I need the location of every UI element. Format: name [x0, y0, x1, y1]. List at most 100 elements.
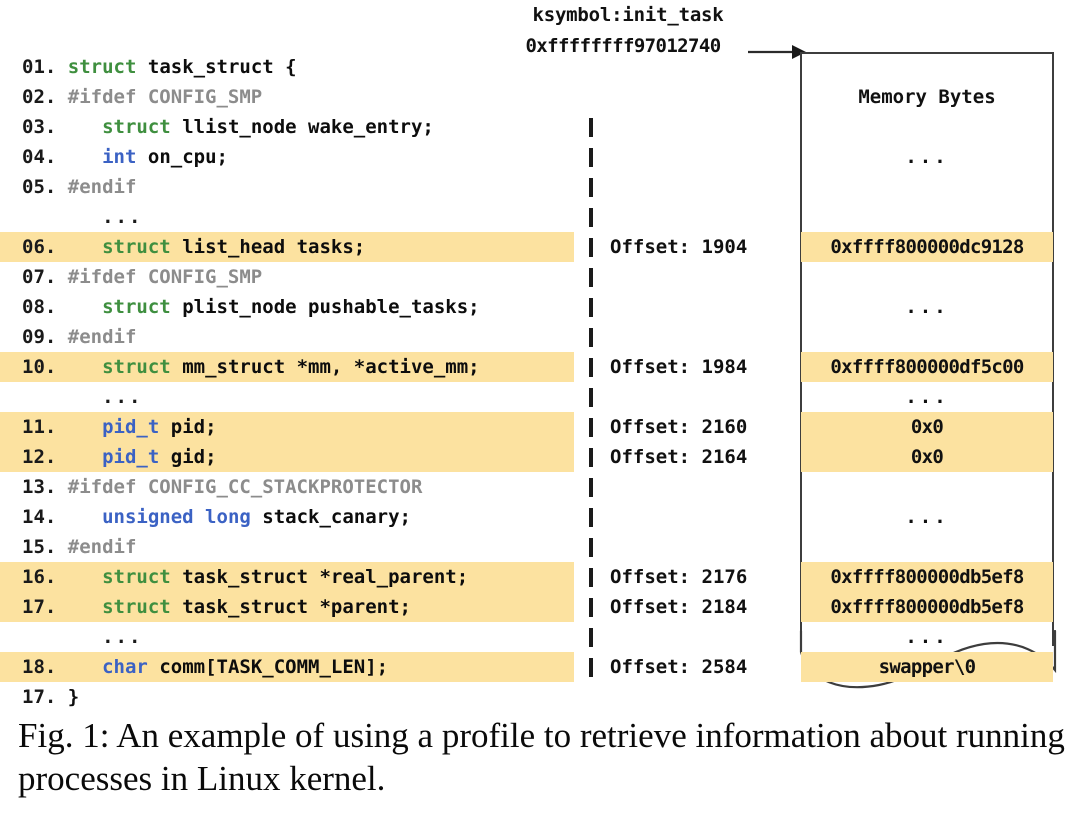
offset-label: Offset: 2176: [610, 566, 748, 588]
code-token: comm[TASK_COMM_LEN];: [159, 656, 389, 678]
dashed-connector-tick: [589, 598, 593, 617]
code-row: 17. struct task_struct *parent;Offset: 2…: [0, 592, 1080, 622]
memory-ellipsis: ...: [905, 296, 949, 318]
code-line: 09. #endif: [22, 322, 136, 352]
offset-label: Offset: 1904: [610, 236, 748, 258]
code-row: 03. struct llist_node wake_entry;: [0, 112, 1080, 142]
line-number: 14.: [22, 506, 57, 528]
code-token: plist_node pushable_tasks;: [182, 296, 480, 318]
code-token: struct: [102, 356, 171, 378]
code-ellipsis-row: ......: [0, 622, 1080, 652]
code-token: ...: [102, 206, 143, 228]
code-row: 04. int on_cpu;...: [0, 142, 1080, 172]
code-token: #endif: [67, 176, 137, 198]
line-number: 15.: [22, 536, 57, 558]
row-highlight-memory: [801, 352, 1053, 382]
code-row: 16. struct task_struct *real_parent; Offs…: [0, 562, 1080, 592]
code-line: 17. }: [22, 682, 79, 712]
code-line: 15. #endif: [22, 532, 136, 562]
row-highlight-memory: [801, 232, 1053, 262]
line-number: 02.: [22, 86, 57, 108]
code-row: 10. struct mm_struct *mm, *active_mm; Off…: [0, 352, 1080, 382]
offset-label: Offset: 2164: [610, 446, 748, 468]
code-line: 11. pid_t pid;: [22, 412, 217, 442]
code-row: 13. #ifdef CONFIG_CC_STACKPROTECTOR: [0, 472, 1080, 502]
code-token: struct: [102, 566, 171, 588]
code-token: [136, 56, 147, 78]
dashed-connector-tick: [589, 448, 593, 467]
code-line: ...: [22, 202, 142, 232]
dashed-connector-tick: [589, 208, 593, 227]
code-row: 17. }: [0, 682, 1080, 712]
offset-label: Offset: 2160: [610, 416, 748, 438]
code-token: }: [67, 686, 80, 708]
code-line: 08. struct plist_node pushable_tasks;: [22, 292, 480, 322]
memory-box-title: Memory Bytes: [858, 86, 996, 108]
line-number: 05.: [22, 176, 57, 198]
line-number: 09.: [22, 326, 57, 348]
code-token: [171, 356, 182, 378]
code-token: gid;: [170, 446, 217, 468]
line-number: 01.: [22, 56, 57, 78]
row-highlight-memory: [801, 412, 1053, 442]
code-token: struct: [102, 296, 171, 318]
row-highlight-code: [0, 562, 574, 592]
code-token: ...: [102, 626, 143, 648]
memory-value: 0x0: [910, 416, 944, 438]
code-token: ...: [102, 386, 143, 408]
offset-label: Offset: 1984: [610, 356, 748, 378]
code-ellipsis-row: ......: [0, 382, 1080, 412]
code-ellipsis-row: ...: [0, 202, 1080, 232]
line-number: 04.: [22, 146, 57, 168]
code-line: 07. #ifdef CONFIG_SMP: [22, 262, 262, 292]
memory-ellipsis: ...: [905, 626, 949, 648]
code-row: 05. #endif: [0, 172, 1080, 202]
memory-value: 0xffff800000db5ef8: [830, 566, 1024, 588]
code-token: struct: [102, 116, 171, 138]
code-token: task_struct *parent;: [182, 596, 411, 618]
line-number: 03.: [22, 116, 57, 138]
dashed-connector-tick: [589, 418, 593, 437]
code-token: int: [102, 146, 137, 168]
figure-container: ksymbol:init_task 0xffffffff97012740 01.…: [0, 4, 1057, 708]
offset-label: Offset: 2184: [610, 596, 748, 618]
code-row: 14. unsigned long stack_canary;...: [0, 502, 1080, 532]
figure-rows: 01. struct task_struct {02. #ifdef CONFI…: [0, 52, 1080, 712]
offset-label: Offset: 2584: [610, 656, 748, 678]
dashed-connector-tick: [589, 388, 593, 407]
dashed-connector-tick: [589, 568, 593, 587]
code-line: 18. char comm[TASK_COMM_LEN];: [22, 652, 388, 682]
code-token: task_struct {: [147, 56, 297, 78]
dashed-connector-tick: [589, 508, 593, 527]
dashed-connector-tick: [589, 268, 593, 287]
row-highlight-code: [0, 442, 574, 472]
code-line: ...: [22, 382, 142, 412]
ksymbol-label: ksymbol:init_task: [532, 4, 724, 26]
dashed-connector-tick: [589, 658, 593, 677]
memory-value: 0xffff800000dc9128: [830, 236, 1024, 258]
code-row: 08. struct plist_node pushable_tasks;...: [0, 292, 1080, 322]
code-line: 10. struct mm_struct *mm, *active_mm;: [22, 352, 480, 382]
code-token: struct: [67, 56, 137, 78]
line-number: 06.: [22, 236, 57, 258]
code-token: #endif: [67, 536, 137, 558]
code-token: [171, 596, 182, 618]
code-token: pid_t: [102, 446, 160, 468]
dashed-connector-tick: [589, 118, 593, 137]
row-highlight-code: [0, 652, 574, 682]
code-token: mm_struct *mm, *active_mm;: [182, 356, 480, 378]
code-line: 14. unsigned long stack_canary;: [22, 502, 411, 532]
code-token: task_struct *real_parent;: [182, 566, 469, 588]
code-row: 01. struct task_struct {: [0, 52, 1080, 82]
kernel-address-label: 0xffffffff97012740: [525, 35, 721, 57]
code-token: llist_node wake_entry;: [182, 116, 434, 138]
code-token: list_head tasks;: [182, 236, 366, 258]
code-line: 04. int on_cpu;: [22, 142, 228, 172]
line-number: 17.: [22, 686, 57, 708]
code-token: char: [102, 656, 148, 678]
dashed-connector-tick: [589, 328, 593, 347]
code-line: 16. struct task_struct *real_parent;: [22, 562, 468, 592]
memory-ellipsis: ...: [905, 386, 949, 408]
